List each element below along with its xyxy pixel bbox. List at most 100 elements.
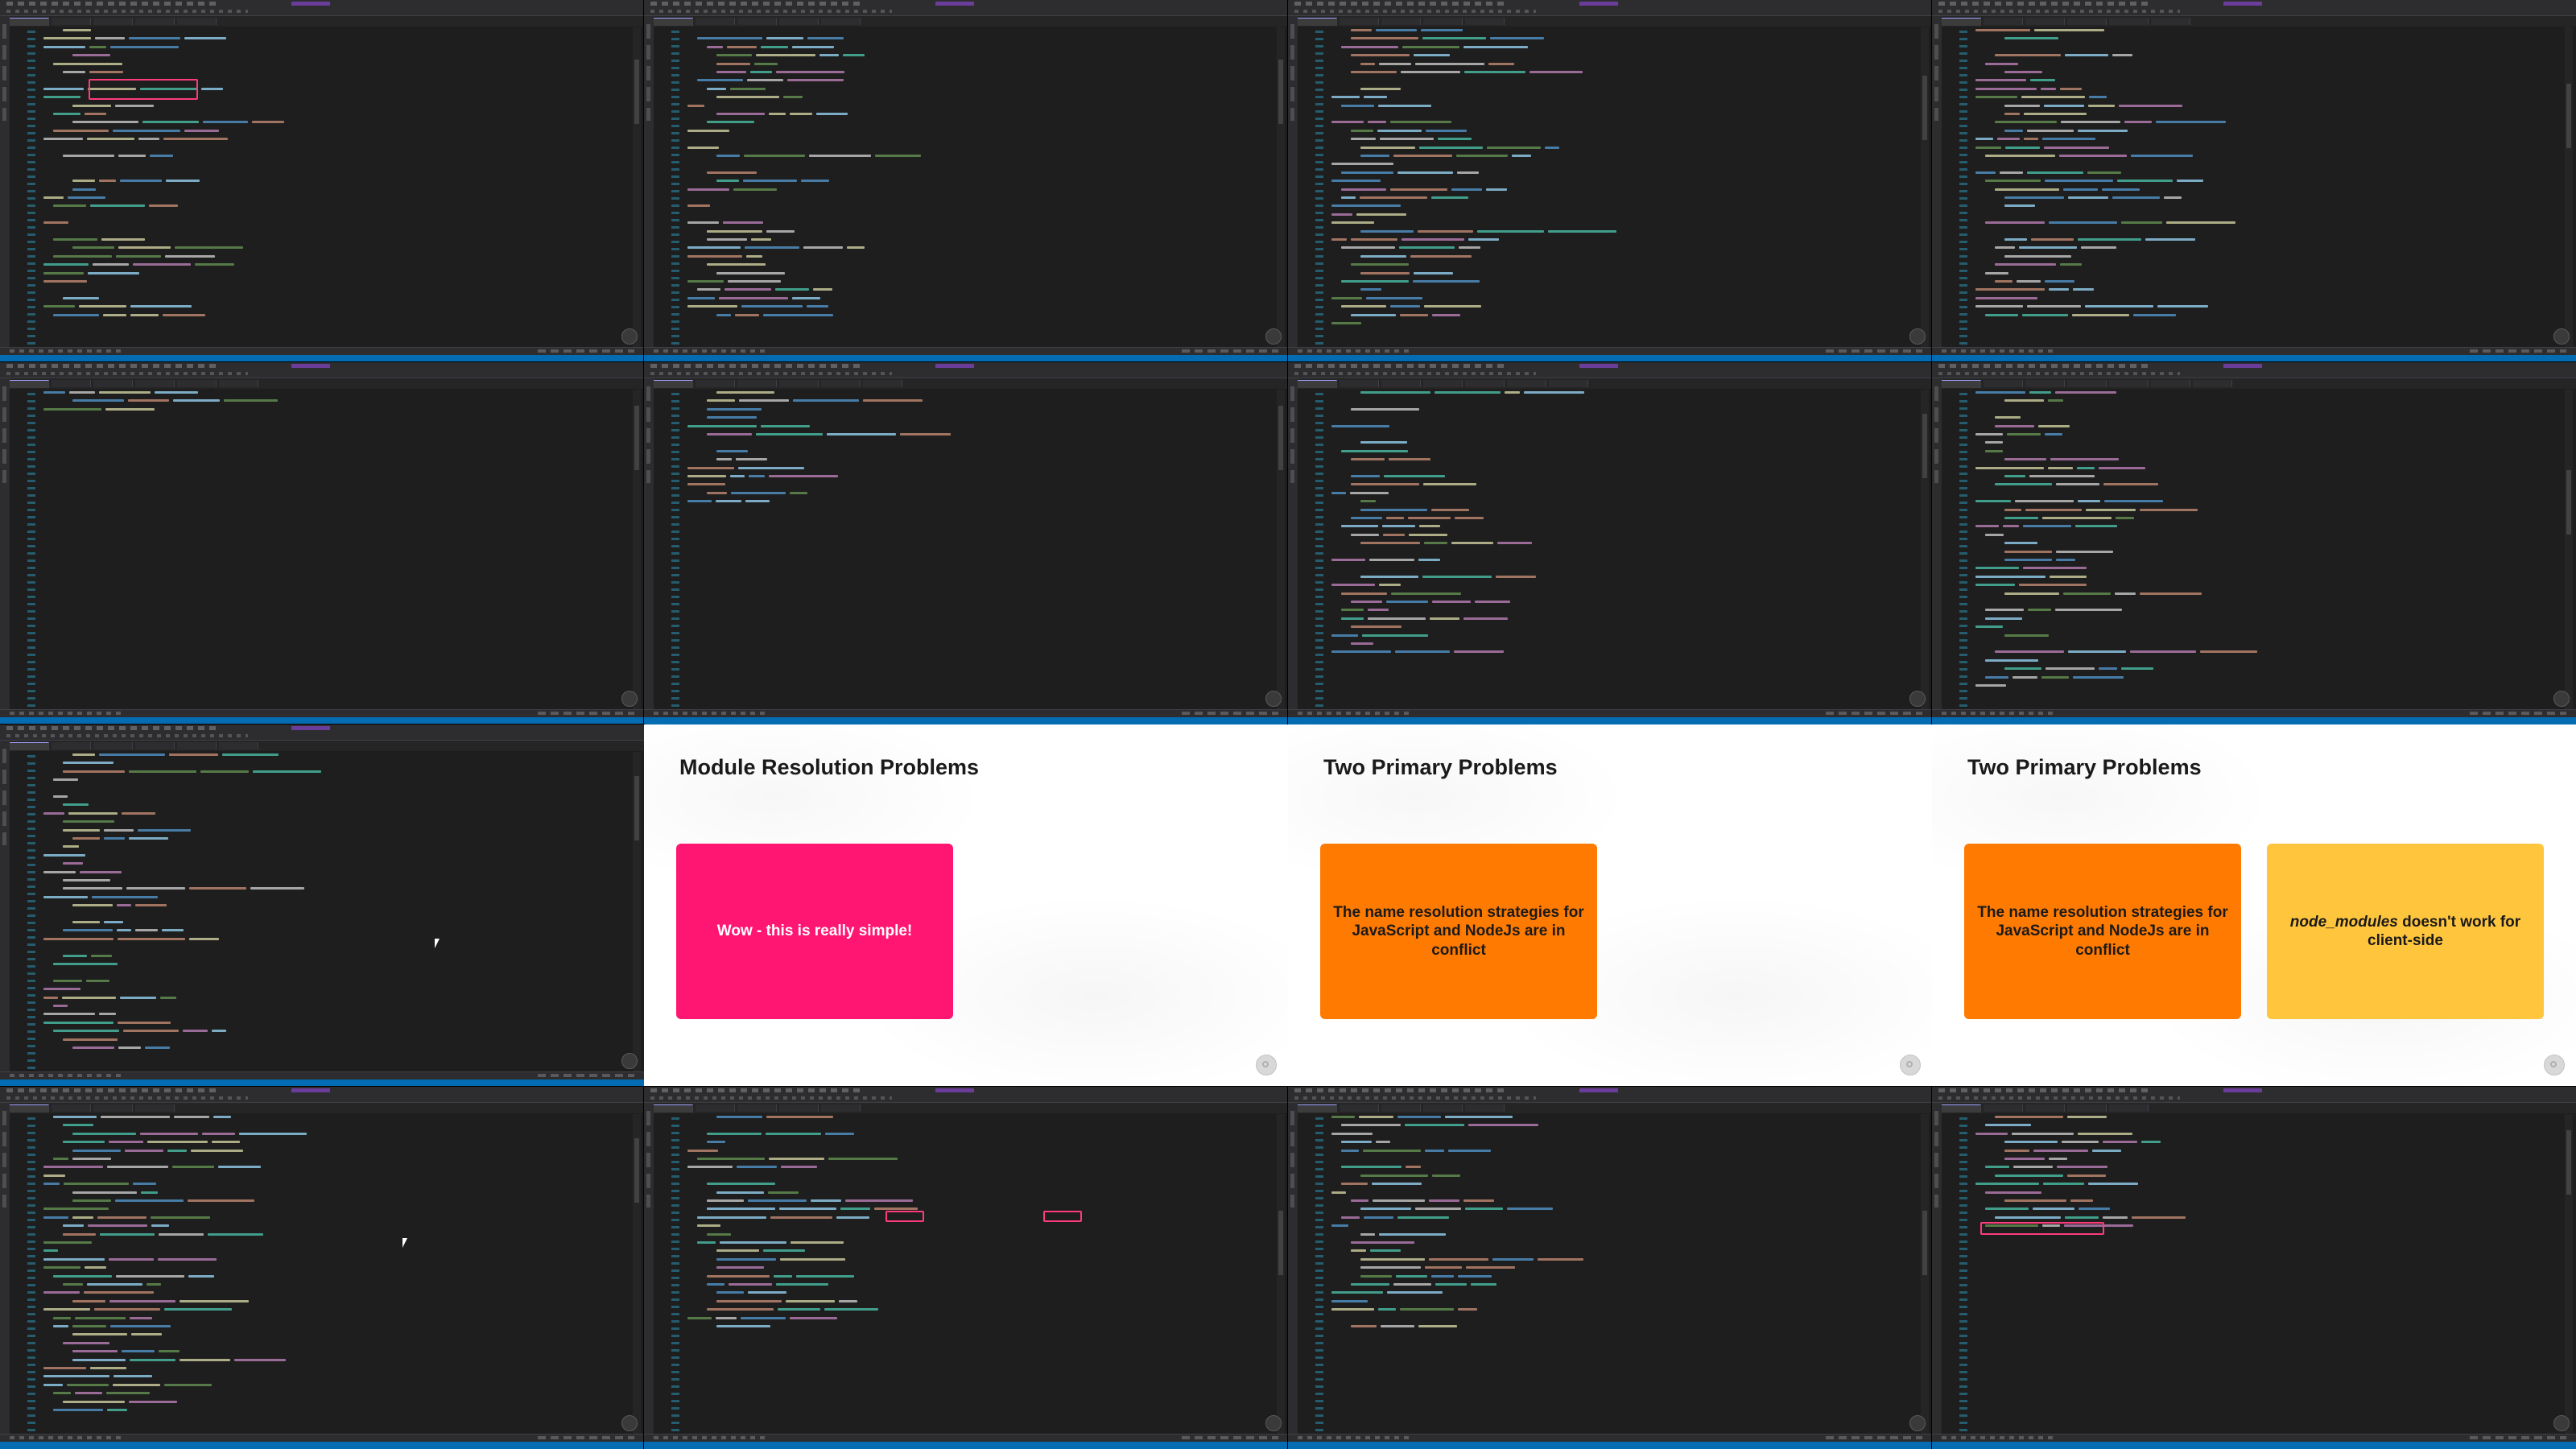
file-tab[interactable] <box>135 742 175 749</box>
toolbar[interactable] <box>644 369 1288 378</box>
toolbar[interactable] <box>0 7 644 16</box>
scroll-thumb[interactable] <box>634 1138 639 1203</box>
file-tab[interactable] <box>10 1104 49 1113</box>
activity-bar[interactable] <box>0 741 10 1072</box>
code-area[interactable] <box>43 1116 626 1431</box>
file-tab[interactable] <box>737 1104 777 1112</box>
toolbar-buttons[interactable] <box>1938 372 2180 375</box>
file-tab[interactable] <box>1984 1104 2023 1112</box>
file-tab[interactable] <box>1298 18 1337 26</box>
toolbar[interactable] <box>0 1094 644 1103</box>
activity-bar[interactable] <box>1932 16 1942 348</box>
record-button[interactable] <box>1265 691 1282 707</box>
file-tab[interactable] <box>821 380 861 387</box>
menu-items[interactable] <box>650 364 860 368</box>
menu-bar[interactable] <box>1288 362 1932 369</box>
menu-bar[interactable] <box>644 0 1288 7</box>
file-tab[interactable] <box>52 380 91 387</box>
menu-bar[interactable] <box>0 362 644 369</box>
code-area[interactable] <box>43 753 626 1069</box>
record-button[interactable] <box>621 1415 638 1431</box>
record-button[interactable] <box>1909 1415 1926 1431</box>
activity-bar[interactable] <box>644 378 654 710</box>
scroll-thumb[interactable] <box>2566 1130 2571 1195</box>
file-tab[interactable] <box>1942 1104 1981 1113</box>
file-tab[interactable] <box>2025 1104 2065 1112</box>
file-tab[interactable] <box>779 18 819 25</box>
menu-items[interactable] <box>1938 1088 2148 1092</box>
file-tab[interactable] <box>737 18 777 25</box>
file-tab[interactable] <box>93 18 133 25</box>
file-tab[interactable] <box>93 742 133 749</box>
file-tab[interactable] <box>821 18 861 25</box>
scroll-thumb[interactable] <box>1922 1211 1927 1275</box>
menu-items[interactable] <box>1294 364 1504 368</box>
vertical-scrollbar[interactable] <box>633 1114 641 1435</box>
menu-bar[interactable] <box>1932 0 2576 7</box>
file-tab[interactable] <box>1423 1104 1463 1112</box>
file-tab[interactable] <box>779 1104 819 1112</box>
toolbar[interactable] <box>644 1094 1288 1103</box>
file-tab[interactable] <box>1381 18 1421 25</box>
file-tab[interactable] <box>2193 380 2232 387</box>
toolbar[interactable] <box>1932 369 2576 378</box>
file-tab[interactable] <box>737 380 777 387</box>
menu-bar[interactable] <box>0 0 644 7</box>
vertical-scrollbar[interactable] <box>1921 1114 1929 1435</box>
code-area[interactable] <box>1331 1116 1914 1431</box>
record-button[interactable] <box>621 691 638 707</box>
file-tab[interactable] <box>2151 380 2190 387</box>
record-button[interactable] <box>2553 1415 2570 1431</box>
file-tab[interactable] <box>2067 18 2107 25</box>
record-button[interactable] <box>621 328 638 345</box>
toolbar[interactable] <box>644 7 1288 16</box>
activity-bar[interactable] <box>0 378 10 710</box>
record-button[interactable] <box>1909 328 1926 345</box>
file-tab[interactable] <box>821 1104 861 1112</box>
file-tab[interactable] <box>2151 18 2190 25</box>
file-tab[interactable] <box>863 380 902 387</box>
toolbar-buttons[interactable] <box>1938 1096 2180 1100</box>
file-tab[interactable] <box>10 18 49 26</box>
file-tab[interactable] <box>135 1104 175 1112</box>
toolbar-buttons[interactable] <box>1294 1096 1536 1100</box>
file-tab[interactable] <box>654 380 693 388</box>
record-button[interactable] <box>2553 328 2570 345</box>
code-area[interactable] <box>687 391 1270 707</box>
file-tab[interactable] <box>2025 380 2065 387</box>
toolbar-buttons[interactable] <box>1294 10 1536 13</box>
file-tab[interactable] <box>219 380 258 387</box>
activity-bar[interactable] <box>1288 16 1298 348</box>
file-tab[interactable] <box>52 742 91 749</box>
activity-bar[interactable] <box>1932 1103 1942 1435</box>
scroll-thumb[interactable] <box>634 60 639 124</box>
file-tab[interactable] <box>135 18 175 25</box>
record-button[interactable] <box>1265 1415 1282 1431</box>
file-tab[interactable] <box>1984 380 2023 387</box>
code-area[interactable] <box>1975 29 2558 345</box>
file-tab[interactable] <box>52 18 91 25</box>
scroll-thumb[interactable] <box>634 406 639 470</box>
file-tab[interactable] <box>779 380 819 387</box>
toolbar-buttons[interactable] <box>6 372 248 375</box>
file-tab[interactable] <box>1507 380 1546 387</box>
menu-bar[interactable] <box>1932 362 2576 369</box>
file-tab[interactable] <box>696 380 735 387</box>
file-tab[interactable] <box>1298 380 1337 388</box>
vertical-scrollbar[interactable] <box>1277 1114 1285 1435</box>
code-area[interactable] <box>43 29 626 345</box>
record-button[interactable] <box>621 1053 638 1069</box>
vertical-scrollbar[interactable] <box>1921 27 1929 348</box>
file-tab[interactable] <box>1465 18 1505 25</box>
menu-items[interactable] <box>1294 1088 1504 1092</box>
file-tab[interactable] <box>10 742 49 750</box>
menu-bar[interactable] <box>1932 1087 2576 1094</box>
vertical-scrollbar[interactable] <box>1277 390 1285 710</box>
file-tab[interactable] <box>1984 18 2023 25</box>
file-tab[interactable] <box>2067 380 2107 387</box>
menu-items[interactable] <box>6 364 216 368</box>
code-area[interactable] <box>43 391 626 707</box>
file-tab[interactable] <box>2109 380 2149 387</box>
toolbar-buttons[interactable] <box>6 10 248 13</box>
activity-bar[interactable] <box>0 16 10 348</box>
